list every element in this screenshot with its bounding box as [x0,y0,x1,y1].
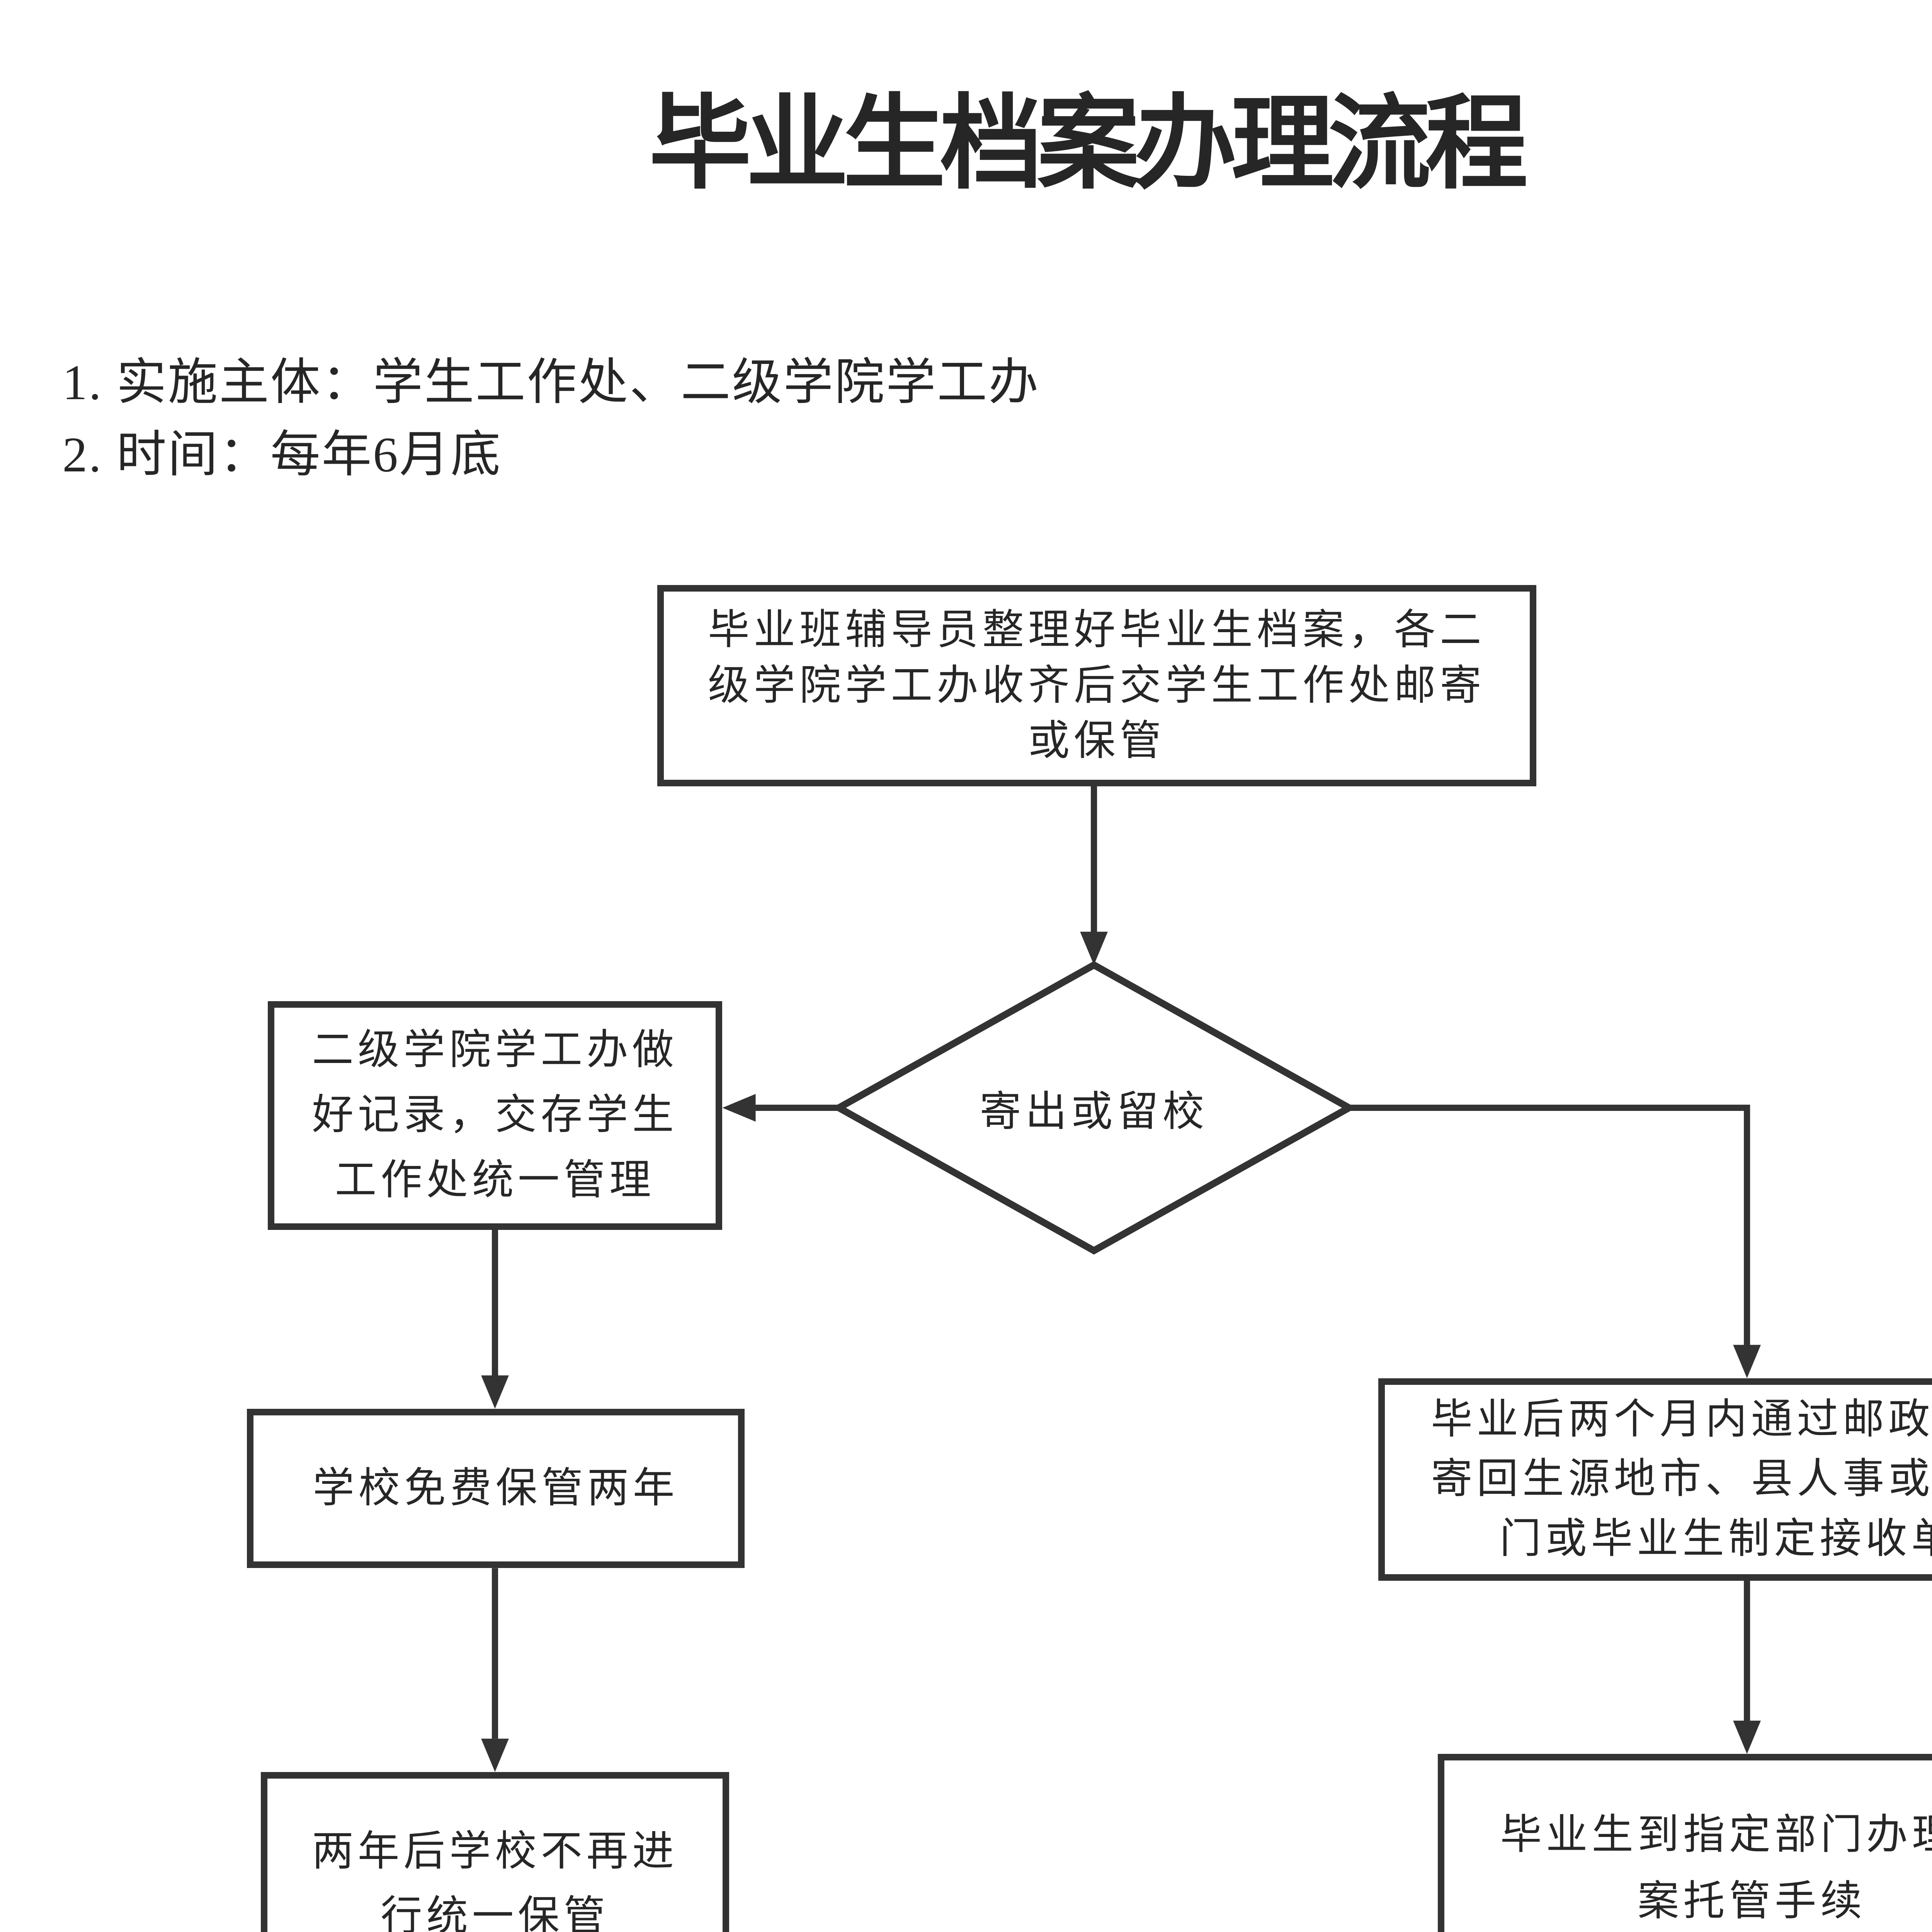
note-line-time: 2. 时间：每年6月底 [62,427,502,482]
arrow-decision-to-record-head [722,1094,756,1122]
arrow-start-to-decision-head [1080,932,1108,965]
notes: 1. 实施主体：学生工作处、二级学院学工办 2. 时间：每年6月底 [62,347,1039,491]
box-text-line: 工作处统一管理 [335,1157,655,1204]
no-storage-box: 两年后学校不再进 行统一保管 [260,1772,730,1932]
decision-label: 寄出或留校 [980,1088,1209,1135]
box-text-line: 学校免费保管两年 [313,1465,679,1511]
start-box: 毕业班辅导员整理好毕业生档案，各二 级学院学工办收齐后交学生工作处邮寄 或保管 [657,585,1536,786]
box-text-line: 毕业后两个月内通过邮政部门邮 [1431,1396,1932,1443]
deposit-box: 毕业生到指定部门办理档 案托管手续 [1437,1754,1932,1932]
page-title: 毕业生档案办理流程 [649,87,1528,201]
note-line-implementer: 1. 实施主体：学生工作处、二级学院学工办 [62,355,1040,410]
box-text-line: 二级学院学工办做 [312,1027,678,1073]
box-text-line: 好记录，交存学生 [312,1092,678,1138]
arrow-decision-to-mail-head [1733,1345,1761,1378]
arrow-storage-to-nostorage-head [481,1738,509,1772]
mail-box: 毕业后两个月内通过邮政部门邮 寄回生源地市、县人事或社保部 门或毕业生制定接收单… [1378,1378,1932,1581]
box-text-line: 两年后学校不再进 [312,1828,678,1874]
box-text-line: 毕业班辅导员整理好毕业生档案，各二 [707,607,1486,653]
box-text-line: 案托管手续 [1637,1878,1866,1925]
box-text-line: 门或毕业生制定接收单位 [1499,1515,1932,1562]
box-text-line: 毕业生到指定部门办理档 [1500,1811,1932,1858]
record-box: 二级学院学工办做 好记录，交存学生 工作处统一管理 [267,1001,723,1230]
box-text-line: 级学院学工办收齐后交学生工作处邮寄 [707,662,1486,709]
box-text-line: 寄回生源地市、县人事或社保部 [1431,1456,1932,1502]
decision-diamond [832,961,1356,1255]
box-text-line: 或保管 [1028,718,1165,764]
arrow-record-to-storage-head [481,1375,509,1409]
connector-decision-to-mail-line [1349,1104,1750,1345]
box-text-line: 行统一保管 [381,1893,609,1932]
arrow-mail-to-deposit-head [1733,1720,1761,1754]
storage-box: 学校免费保管两年 [247,1408,745,1568]
